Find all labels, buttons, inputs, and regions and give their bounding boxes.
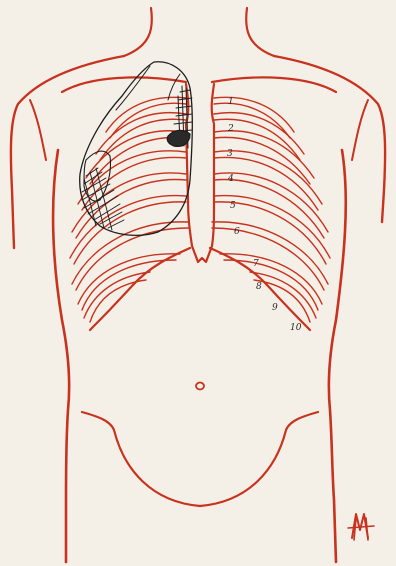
rib-number-10: 10 bbox=[290, 323, 302, 333]
right-shoulder bbox=[274, 56, 385, 222]
rib-number-7: 7 bbox=[253, 259, 259, 269]
rib-number-1: 1 bbox=[228, 97, 234, 107]
rib-number-8: 8 bbox=[256, 282, 262, 292]
rib-number-4: 4 bbox=[227, 174, 234, 184]
rib-number-3: 3 bbox=[227, 149, 233, 159]
rib-number-6: 6 bbox=[234, 227, 240, 237]
left-clavicle bbox=[62, 77, 186, 92]
right-flank bbox=[329, 150, 346, 562]
left-axilla bbox=[30, 100, 46, 160]
rib-number-2: 2 bbox=[227, 124, 234, 134]
right-axilla bbox=[352, 100, 368, 160]
neck-right bbox=[246, 8, 274, 56]
neck-left bbox=[124, 8, 152, 56]
left-shoulder bbox=[11, 56, 124, 248]
navel bbox=[196, 383, 204, 390]
rib-number-5: 5 bbox=[230, 201, 236, 211]
lower-abdomen-outline bbox=[82, 412, 318, 506]
rib-number-9: 9 bbox=[272, 303, 278, 313]
left-flank bbox=[53, 150, 69, 562]
artist-monogram: M bbox=[348, 514, 374, 544]
right-clavicle bbox=[212, 77, 336, 92]
